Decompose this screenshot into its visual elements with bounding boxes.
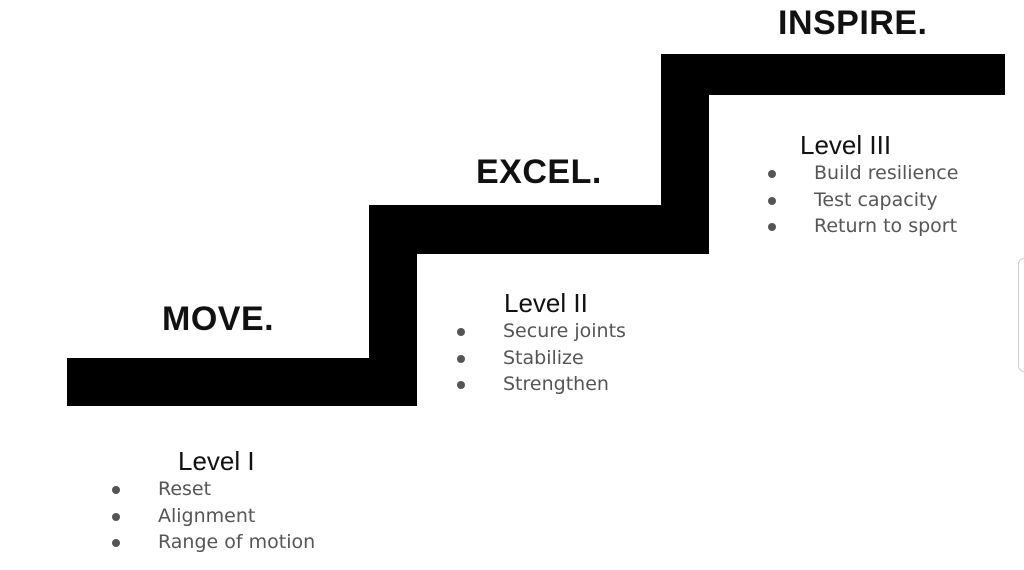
- level-1-list: Reset Alignment Range of motion: [110, 476, 315, 556]
- list-item: Range of motion: [110, 529, 315, 556]
- level-heading-1: Level I: [178, 446, 255, 476]
- list-item: Build resilience: [766, 160, 958, 187]
- level-3-list: Build resilience Test capacity Return to…: [766, 160, 958, 240]
- level-2-list: Secure joints Stabilize Strengthen: [455, 318, 626, 398]
- stage-title-excel: EXCEL.: [476, 153, 602, 191]
- list-item: Reset: [110, 476, 315, 503]
- level-heading-2: Level II: [504, 288, 588, 318]
- stair-line: [67, 54, 1005, 406]
- list-item: Test capacity: [766, 187, 958, 214]
- level-heading-3: Level III: [800, 130, 892, 160]
- scrollbar-edge: [1018, 258, 1024, 372]
- stage-title-inspire: INSPIRE.: [778, 4, 928, 42]
- list-item: Stabilize: [455, 345, 626, 372]
- list-item: Strengthen: [455, 371, 626, 398]
- list-item: Return to sport: [766, 213, 958, 240]
- stage-title-move: MOVE.: [162, 300, 275, 338]
- list-item: Secure joints: [455, 318, 626, 345]
- list-item: Alignment: [110, 503, 315, 530]
